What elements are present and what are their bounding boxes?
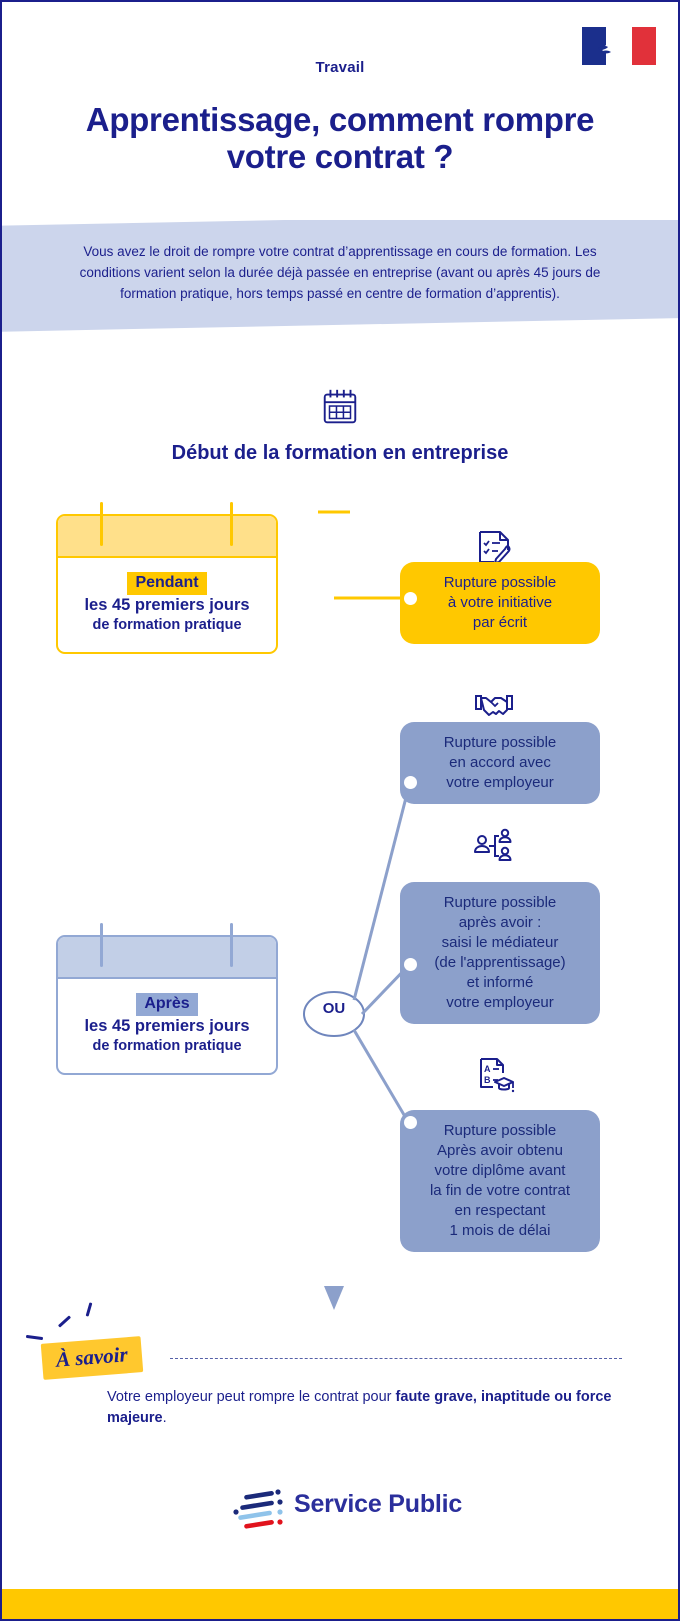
outcome-diplome-line5: en respectant xyxy=(454,1201,546,1219)
outcome-mediateur-line4: (de l'apprentissage) xyxy=(434,953,566,971)
bottom-accent-bar xyxy=(2,1589,678,1619)
service-public-logo-icon xyxy=(233,1489,283,1529)
intro-text: Vous avez le droit de rompre votre contr… xyxy=(79,244,601,301)
timeline-connectors xyxy=(303,510,412,1310)
handshake-icon xyxy=(475,695,513,716)
card-pendant-header xyxy=(58,516,276,558)
outcome-initiative: Rupture possible à votre initiative par … xyxy=(400,562,600,644)
footnote: Votre employeur peut rompre le contrat p… xyxy=(107,1387,630,1429)
outcome-diplome-line1: Rupture possible xyxy=(443,1122,557,1139)
marianne-icon xyxy=(598,33,621,55)
card-apres-line1: les 45 premiers jours xyxy=(84,1017,250,1035)
connector-dot-accord xyxy=(404,776,417,789)
divider-dashed xyxy=(170,1358,622,1359)
outcome-accord-line1: Rupture possible xyxy=(443,734,557,751)
outcome-mediateur: Rupture possible après avoir : saisi le … xyxy=(400,882,600,1024)
mediator-people-icon xyxy=(474,828,512,861)
outcome-accord-line2: en accord avec xyxy=(449,753,551,771)
service-public-logo-text: Service Public xyxy=(294,1490,463,1518)
outcome-diplome: Rupture possible Après avoir obtenu votr… xyxy=(400,1110,600,1252)
card-apres-header xyxy=(58,937,276,979)
card-pendant-line2: de formation pratique xyxy=(92,616,242,633)
page-title: Apprentissage, comment rompre votre cont… xyxy=(85,101,595,175)
outcome-diplome-line2: Après avoir obtenu xyxy=(437,1141,563,1159)
outcome-initiative-line3: par écrit xyxy=(472,613,528,631)
connector-dot-initiative xyxy=(404,592,417,605)
french-republic-flag-icon xyxy=(582,27,656,65)
card-pendant: Pendant les 45 premiers jours de formati… xyxy=(56,502,278,654)
sparkle-line-2 xyxy=(57,1315,72,1328)
outcome-mediateur-line2: après avoir : xyxy=(458,913,542,931)
junction-label: OU xyxy=(322,1000,346,1017)
footnote-suffix: . xyxy=(162,1410,167,1427)
outcome-diplome-line4: la fin de votre contrat xyxy=(429,1181,571,1199)
timeline: OU Pendant les 45 premiers jours de form… xyxy=(2,502,678,1312)
svg-text:A: A xyxy=(484,1064,491,1074)
outcome-diplome-line6: 1 mois de délai xyxy=(449,1221,551,1239)
footnote-prefix: Votre employeur peut rompre le contrat p… xyxy=(107,1389,396,1405)
card-apres: Après les 45 premiers jours de formation… xyxy=(56,923,278,1075)
outcome-mediateur-line5: et informé xyxy=(466,973,534,991)
calendar-icon xyxy=(323,389,357,424)
footer-logo: Service Public xyxy=(2,1482,678,1536)
card-pendant-line1: les 45 premiers jours xyxy=(84,596,250,614)
svg-text:B: B xyxy=(484,1075,491,1085)
outcome-mediateur-line3: saisi le médiateur xyxy=(441,933,559,951)
outcome-mediateur-line1: Rupture possible xyxy=(443,894,557,911)
sparkle-line-1 xyxy=(25,1334,44,1341)
card-pendant-highlight: Pendant xyxy=(127,572,207,595)
outcome-accord-line3: votre employeur xyxy=(446,773,554,791)
outcome-accord: Rupture possible en accord avec votre em… xyxy=(400,722,600,804)
card-apres-highlight: Après xyxy=(136,993,198,1016)
outcome-diplome-line3: votre diplôme avant xyxy=(434,1161,566,1179)
diploma-graduation-icon: A B xyxy=(480,1058,515,1093)
a-savoir-badge: À savoir xyxy=(40,1336,144,1380)
outcome-initiative-line2: à votre initiative xyxy=(447,593,553,611)
card-apres-line2: de formation pratique xyxy=(92,1037,242,1054)
outcome-mediateur-line6: votre employeur xyxy=(446,993,554,1011)
connector-dot-diplome xyxy=(404,1116,417,1129)
section-title: Début de la formation en entreprise xyxy=(171,442,509,464)
footnote-bold: faute grave, inaptitude ou force majeure xyxy=(107,1389,612,1427)
connector-dot-mediateur xyxy=(404,958,417,971)
outcome-initiative-line1: Rupture possible xyxy=(443,574,557,591)
kicker-label: Travail xyxy=(315,59,365,76)
